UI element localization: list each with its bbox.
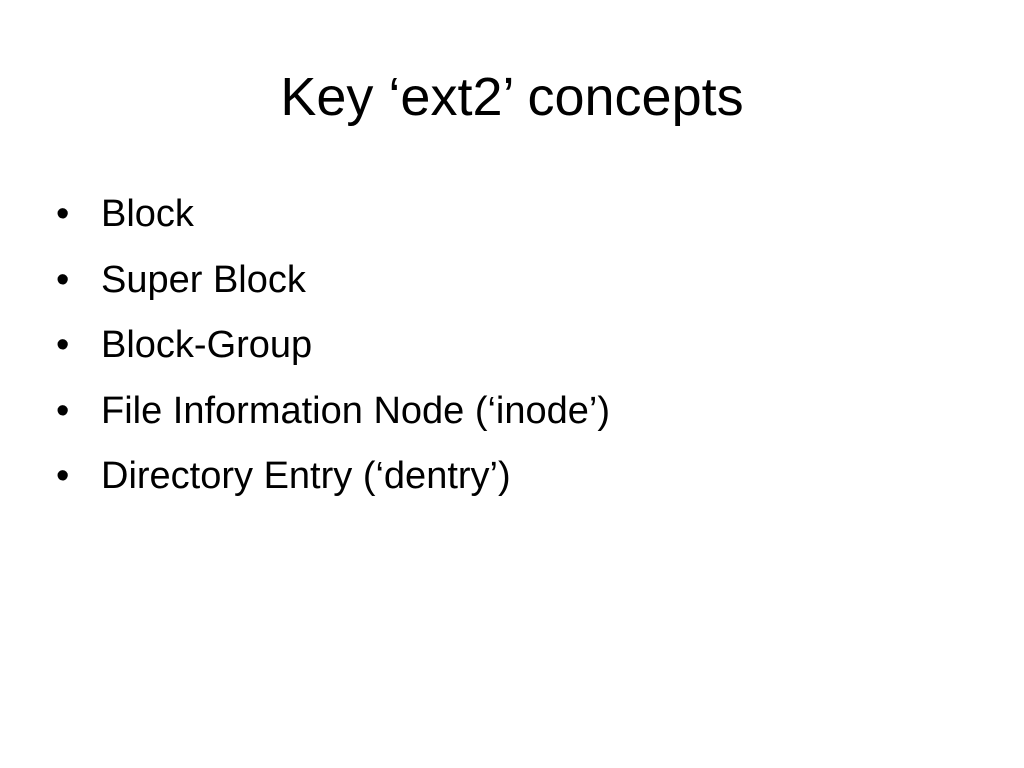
bullet-text: Block-Group bbox=[101, 324, 313, 366]
bullet-text: Directory Entry (‘dentry’) bbox=[101, 455, 511, 497]
bullet-icon: • bbox=[56, 324, 70, 366]
bullet-text: Block bbox=[101, 193, 194, 235]
bullet-list: • Block • Super Block • Block-Group • Fi… bbox=[56, 186, 610, 514]
bullet-icon: • bbox=[56, 258, 70, 301]
bullet-item-dentry: • Directory Entry (‘dentry’) bbox=[56, 448, 610, 514]
bullet-item-block-group: • Block-Group bbox=[56, 317, 610, 383]
bullet-icon: • bbox=[56, 193, 70, 235]
slide-title: Key ‘ext2’ concepts bbox=[280, 67, 744, 127]
bullet-item-block: • Block bbox=[56, 186, 610, 252]
bullet-text: Super Block bbox=[101, 258, 306, 301]
bullet-item-inode: • File Information Node (‘inode’) bbox=[56, 383, 610, 449]
bullet-text: File Information Node (‘inode’) bbox=[101, 389, 611, 432]
bullet-icon: • bbox=[56, 455, 70, 497]
bullet-item-super-block: • Super Block bbox=[56, 252, 610, 318]
bullet-icon: • bbox=[56, 389, 70, 432]
